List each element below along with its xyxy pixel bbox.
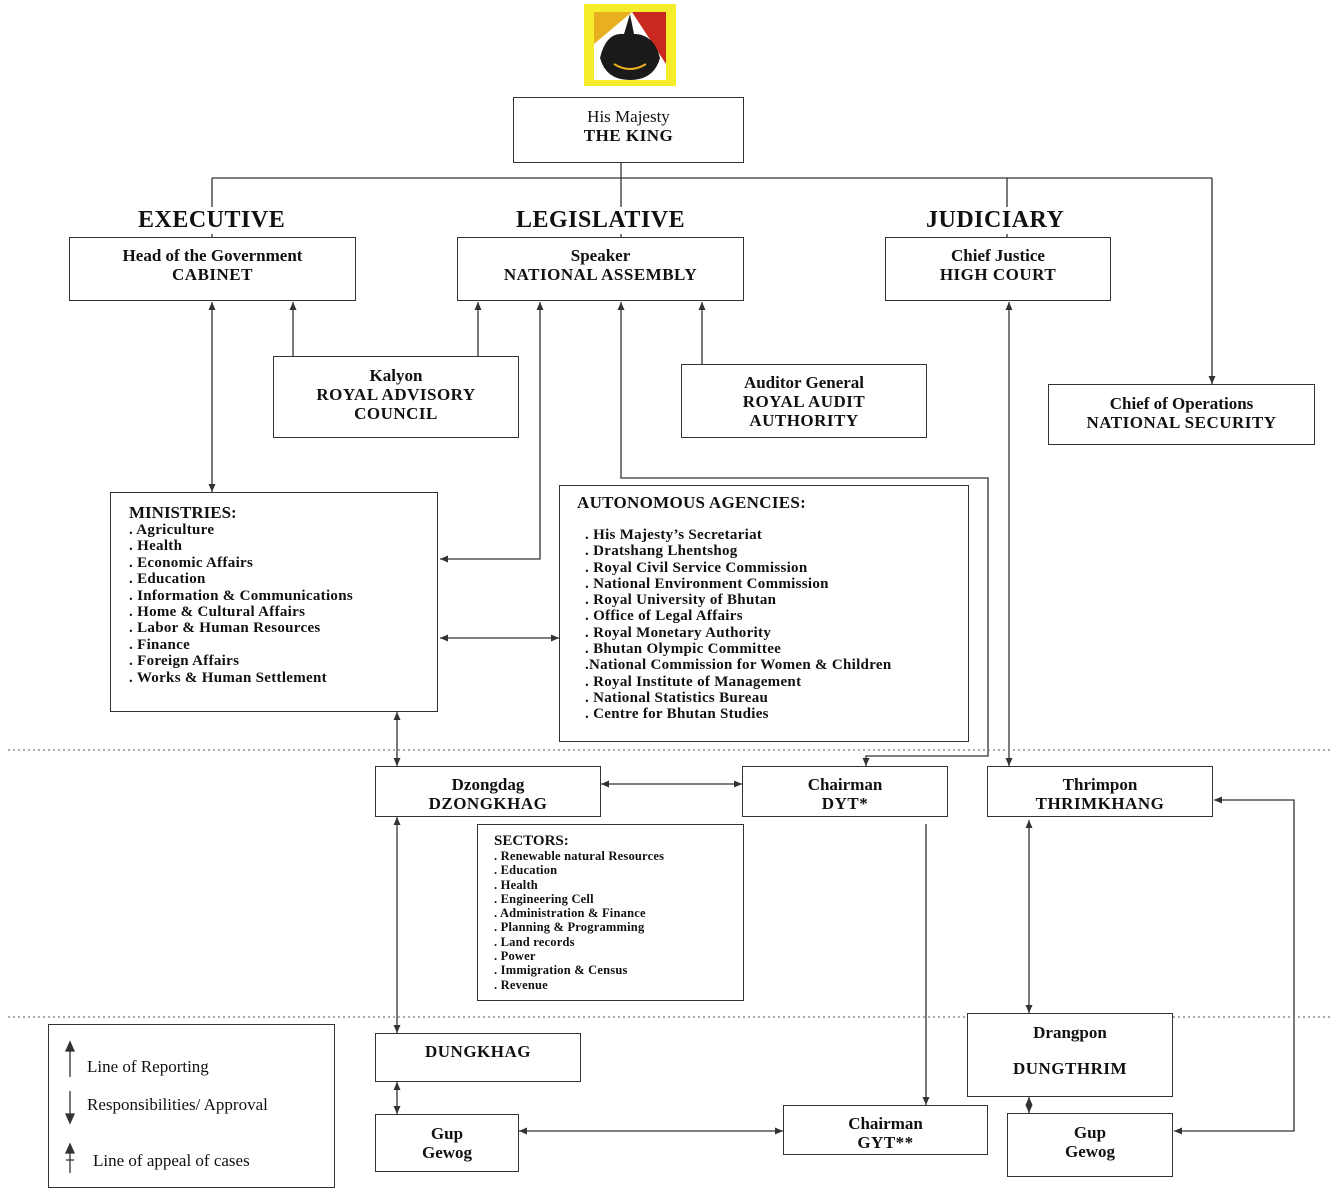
sectors-box: SECTORS: . Renewable natural Resources. … (477, 824, 744, 1001)
advisory-council-box: Kalyon ROYAL ADVISORY COUNCIL (273, 356, 519, 438)
sector-item: . Planning & Programming (494, 920, 645, 935)
agency-item: . Royal Monetary Authority (585, 624, 772, 641)
cabinet-label: CABINET (172, 265, 253, 284)
sectors-list: . Renewable natural Resources. Education… (494, 849, 743, 992)
king-label: THE KING (583, 126, 674, 145)
dyt-box: Chairman DYT* (742, 766, 948, 817)
gewog-right-title: Gup (1073, 1123, 1107, 1142)
assembly-title: Speaker (570, 246, 631, 265)
branch-judiciary: JUDICIARY (926, 207, 1065, 234)
dzongkhag-box: Dzongdag DZONGKHAG (375, 766, 601, 817)
gewog-right-label: Gewog (1064, 1142, 1116, 1161)
dyt-title: Chairman (807, 775, 883, 794)
ministry-item: . Economic Affairs (129, 554, 254, 571)
ministry-item: . Education (129, 571, 206, 588)
dungthrim-box: Drangpon DUNGTHRIM (967, 1013, 1173, 1097)
dzongkhag-label: DZONGKHAG (428, 794, 548, 813)
king-title: His Majesty (587, 107, 670, 126)
king-box: His Majesty THE KING (513, 97, 744, 163)
branch-executive: EXECUTIVE (138, 207, 286, 234)
national-security-box: Chief of Operations NATIONAL SECURITY (1048, 384, 1315, 445)
dungthrim-label: DUNGTHRIM (1012, 1059, 1128, 1078)
gyt-label: GYT** (857, 1133, 914, 1152)
legend-box: Line of Reporting Responsibilities/ Appr… (48, 1024, 335, 1188)
sector-item: . Revenue (494, 977, 548, 992)
ministry-item: . Home & Cultural Affairs (129, 604, 306, 621)
agency-item: . Royal Civil Service Commission (585, 559, 808, 576)
security-title: Chief of Operations (1109, 394, 1254, 413)
ministry-item: . Health (129, 538, 183, 555)
ministry-item: . Works & Human Settlement (129, 669, 327, 686)
agency-item: . Royal Institute of Management (585, 673, 802, 690)
ministry-item: . Information & Communications (129, 587, 354, 604)
agency-item: . Royal University of Bhutan (585, 592, 777, 609)
high-court-box: Chief Justice HIGH COURT (885, 237, 1111, 301)
high-court-title: Chief Justice (951, 246, 1045, 265)
ministries-list: . Agriculture. Health. Economic Affairs.… (129, 522, 437, 686)
gewog-left-title: Gup (430, 1124, 464, 1143)
dyt-label: DYT* (821, 794, 869, 813)
sector-item: . Education (494, 863, 558, 878)
reporting-arrow-icon (64, 1040, 76, 1052)
sector-item: . Power (494, 949, 536, 964)
thrimkhang-title: Thrimpon (1062, 775, 1138, 794)
audit-title: Auditor General (743, 373, 865, 392)
sector-item: . Health (494, 877, 538, 892)
sectors-title: SECTORS: (494, 833, 569, 849)
agency-item: . National Statistics Bureau (585, 689, 769, 706)
thrimkhang-box: Thrimpon THRIMKHANG (987, 766, 1213, 817)
dungkhag-label: DUNGKHAG (425, 1042, 531, 1061)
agency-item: . Centre for Bhutan Studies (585, 706, 769, 723)
agency-item: . Office of Legal Affairs (585, 608, 743, 625)
agency-item: .National Commission for Women & Childre… (585, 657, 892, 674)
sector-item: . Engineering Cell (494, 891, 594, 906)
ministry-item: . Finance (129, 636, 191, 653)
audit-label-1: ROYAL AUDIT (742, 392, 866, 411)
autonomous-agencies-box: AUTONOMOUS AGENCIES: . His Majesty’s Sec… (559, 485, 969, 742)
agency-item: . His Majesty’s Secretariat (585, 527, 763, 543)
security-label: NATIONAL SECURITY (1086, 413, 1277, 432)
ministry-item: . Labor & Human Resources (129, 620, 321, 637)
legend-reporting: Line of Reporting (87, 1057, 209, 1076)
gewog-right-box: Gup Gewog (1007, 1113, 1173, 1177)
dzongkhag-title: Dzongdag (451, 775, 525, 794)
cabinet-box: Head of the Government CABINET (69, 237, 356, 301)
legend-appeal: Line of appeal of cases (93, 1151, 250, 1170)
sector-item: . Immigration & Census (494, 963, 628, 978)
agency-item: . National Environment Commission (585, 575, 829, 592)
advisory-label-2: COUNCIL (354, 404, 438, 423)
dungkhag-box: DUNGKHAG (375, 1033, 581, 1082)
gyt-box: Chairman GYT** (783, 1105, 988, 1155)
legend-arrows (64, 1040, 76, 1173)
approval-arrow-icon (64, 1113, 76, 1125)
assembly-box: Speaker NATIONAL ASSEMBLY (457, 237, 744, 301)
advisory-title: Kalyon (369, 366, 423, 385)
agencies-list: . His Majesty’s Secretariat. Dratshang L… (577, 527, 968, 723)
sector-item: . Land records (494, 934, 575, 949)
ministries-box: MINISTRIES: . Agriculture. Health. Econo… (110, 492, 438, 712)
agency-item: . Bhutan Olympic Committee (585, 641, 782, 658)
thrimkhang-label: THRIMKHANG (1035, 794, 1165, 813)
appeal-arrow-icon (64, 1142, 76, 1154)
audit-label-2: AUTHORITY (749, 411, 859, 430)
agency-item: . Dratshang Lhentshog (585, 543, 738, 560)
ministry-item: . Foreign Affairs (129, 653, 240, 670)
sector-item: . Renewable natural Resources (494, 849, 665, 863)
gyt-title: Chairman (848, 1114, 923, 1133)
legend-responsibilities: Responsibilities/ Approval (87, 1095, 268, 1114)
gewog-left-box: Gup Gewog (375, 1114, 519, 1172)
dungthrim-title: Drangpon (1033, 1023, 1107, 1042)
cabinet-title: Head of the Government (122, 246, 303, 265)
ministries-title: MINISTRIES: (129, 503, 237, 522)
audit-authority-box: Auditor General ROYAL AUDIT AUTHORITY (681, 364, 927, 438)
royal-emblem (584, 4, 676, 86)
branch-legislative: LEGISLATIVE (516, 207, 686, 234)
sector-item: . Administration & Finance (494, 906, 646, 921)
assembly-label: NATIONAL ASSEMBLY (503, 265, 698, 284)
agencies-title: AUTONOMOUS AGENCIES: (577, 493, 807, 512)
ministry-item: . Agriculture (129, 522, 215, 538)
advisory-label-1: ROYAL ADVISORY (316, 385, 476, 404)
high-court-label: HIGH COURT (939, 265, 1057, 284)
gewog-left-label: Gewog (421, 1143, 473, 1162)
